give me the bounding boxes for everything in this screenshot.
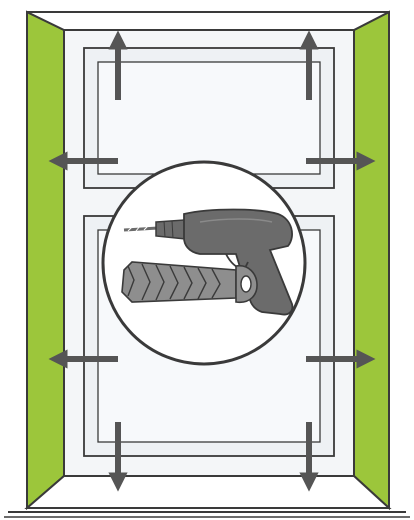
- door-upper-panel-inner: [98, 62, 320, 174]
- wall-left-reveal: [27, 12, 64, 508]
- tools-circle: [103, 162, 305, 364]
- floor-threshold: [27, 476, 389, 508]
- wall-top-reveal: [27, 12, 389, 30]
- drill-chuck: [156, 220, 186, 239]
- wall-right-reveal: [354, 12, 389, 508]
- wall-anchor-plug-icon: [122, 262, 257, 302]
- anchor-hole: [241, 276, 251, 292]
